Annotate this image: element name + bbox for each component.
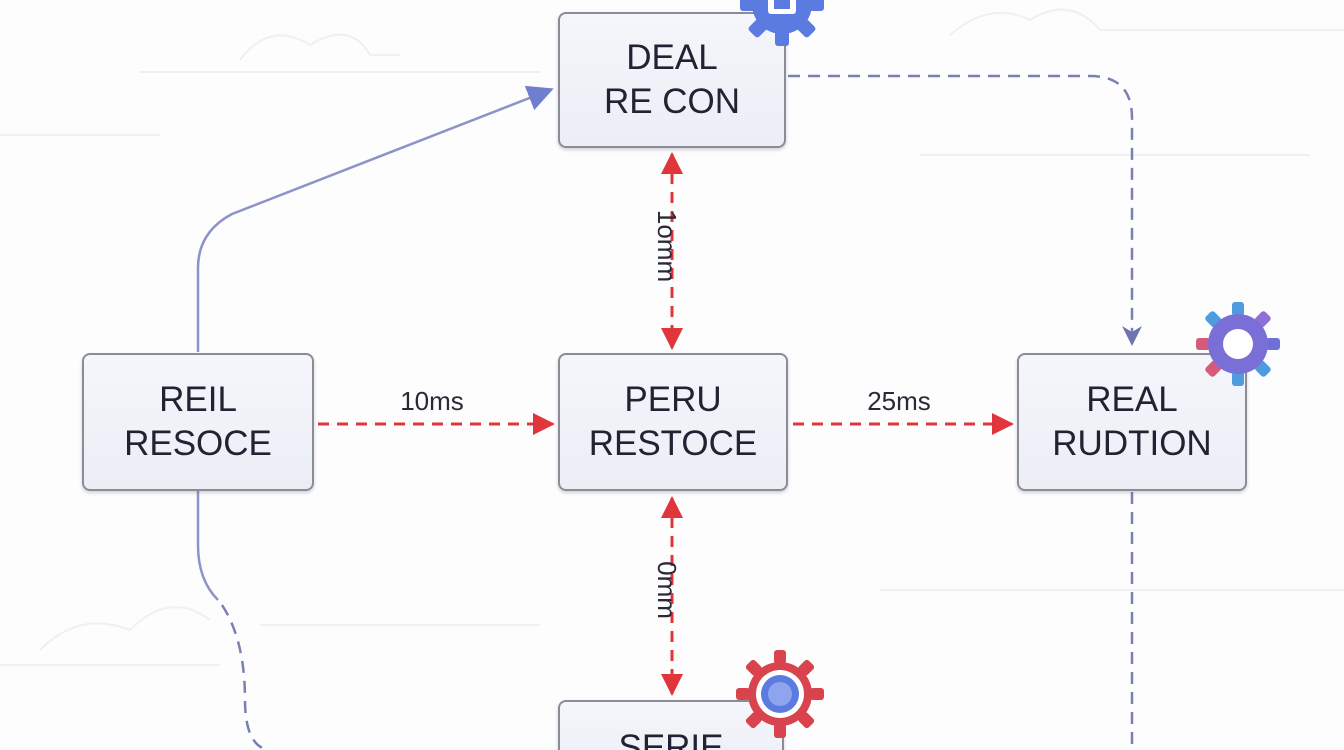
node-label-line1: PERU <box>624 380 722 419</box>
gear-icon <box>740 0 824 46</box>
edge-label-center-right: 25ms <box>867 386 931 416</box>
gear-icon <box>736 650 824 738</box>
node-real-rudtion[interactable]: REAL RUDTION <box>1017 353 1247 491</box>
edge-top-to-right <box>788 74 1142 346</box>
node-label-line2: RUDTION <box>1052 424 1212 463</box>
node-label-line2: RESTOCE <box>588 424 758 463</box>
edge-label-center-bottom: 0mm <box>652 561 682 619</box>
node-deal-recon[interactable]: DEAL RE CON <box>558 12 786 148</box>
edge-left-down <box>196 490 219 601</box>
edge-left-down-dashed <box>220 604 269 750</box>
node-label-line2: RE CON <box>603 82 741 121</box>
node-peru-restoce[interactable]: PERU RESTOCE <box>558 353 788 491</box>
node-label-line1: DEAL <box>626 38 718 77</box>
background-decoration <box>0 8 1344 666</box>
node-label-line1: SERIE <box>618 728 724 750</box>
node-reil-resoce[interactable]: REIL RESOCE <box>82 353 314 491</box>
gear-icon <box>1196 302 1280 386</box>
node-label-line2: RESOCE <box>124 424 272 463</box>
edge-label-top-center: 1omm <box>652 210 682 282</box>
edge-left-to-top <box>196 85 554 352</box>
node-serie[interactable]: SERIE <box>558 700 784 750</box>
edge-label-left-center: 10ms <box>400 386 464 416</box>
node-label-line1: REIL <box>159 380 237 419</box>
node-label-line1: REAL <box>1086 380 1178 419</box>
